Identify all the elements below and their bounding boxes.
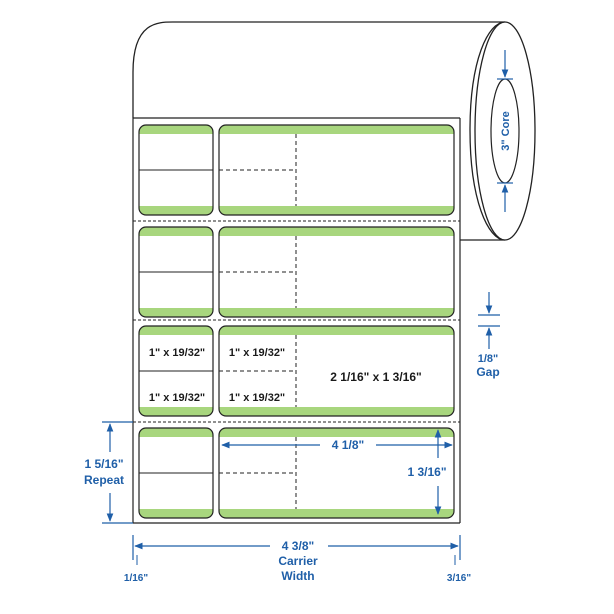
large-label-size: 2 1/16" x 1 3/16" bbox=[330, 370, 421, 384]
small-label-bottom-band-row-1 bbox=[139, 206, 213, 215]
small-label-bottom-band-row-2 bbox=[139, 308, 213, 317]
gap-value: 1/8" bbox=[478, 353, 499, 365]
large-label-bg-row-2 bbox=[219, 227, 454, 317]
core-label: 3" Core bbox=[500, 111, 512, 150]
carrier-width-dimension: 4 3/8" Carrier Width bbox=[132, 535, 461, 583]
label-width-value: 4 1/8" bbox=[332, 438, 364, 452]
right-margin-value: 3/16" bbox=[447, 573, 471, 584]
repeat-dimension: 1 5/16" Repeat bbox=[84, 421, 133, 524]
small-label-size-top-right: 1" x 19/32" bbox=[229, 347, 285, 359]
large-label-bg-row-4 bbox=[219, 428, 454, 518]
label-size-texts: 1" x 19/32" 1" x 19/32" 1" x 19/32" 1" x… bbox=[149, 347, 422, 404]
label-width-dimension: 4 1/8" bbox=[221, 438, 453, 452]
liner bbox=[132, 117, 461, 524]
large-label-bottom-band-row-2 bbox=[219, 308, 454, 317]
small-label-size-bottom-left: 1" x 19/32" bbox=[149, 392, 205, 404]
small-label-top-band-row-3 bbox=[139, 326, 213, 335]
small-label-top-band-row-4 bbox=[139, 428, 213, 437]
margin-dimensions: 1/16" 3/16" bbox=[124, 555, 471, 584]
carrier-width-value: 4 3/8" bbox=[282, 539, 314, 553]
carrier-width-label-line2: Width bbox=[281, 569, 314, 583]
small-label-size-top-left: 1" x 19/32" bbox=[149, 347, 205, 359]
repeat-value: 1 5/16" bbox=[84, 457, 123, 471]
roll: 3" Core bbox=[132, 21, 536, 241]
label-height-value: 1 3/16" bbox=[407, 465, 446, 479]
small-label-top-band-row-2 bbox=[139, 227, 213, 236]
large-label-top-band-row-4 bbox=[219, 428, 454, 437]
carrier-width-label-line1: Carrier bbox=[278, 554, 318, 568]
large-label-bg-row-1 bbox=[219, 125, 454, 215]
roll-body-outline bbox=[132, 21, 506, 241]
small-label-bottom-band-row-4 bbox=[139, 509, 213, 518]
label-height-dimension: 1 3/16" bbox=[407, 429, 447, 515]
small-label-size-bottom-right: 1" x 19/32" bbox=[229, 392, 285, 404]
large-label-bottom-band-row-3 bbox=[219, 407, 454, 416]
label-rows bbox=[138, 124, 455, 519]
small-label-top-band-row-1 bbox=[139, 125, 213, 134]
gap-dimension: 1/8" Gap bbox=[476, 292, 500, 379]
large-label-top-band-row-3 bbox=[219, 326, 454, 335]
gap-label: Gap bbox=[476, 365, 499, 379]
large-label-top-band-row-2 bbox=[219, 227, 454, 236]
large-label-bottom-band-row-1 bbox=[219, 206, 454, 215]
large-label-bottom-band-row-4 bbox=[219, 509, 454, 518]
left-margin-value: 1/16" bbox=[124, 573, 148, 584]
large-label-top-band-row-1 bbox=[219, 125, 454, 134]
repeat-label: Repeat bbox=[84, 473, 124, 487]
large-label-bg-row-3 bbox=[219, 326, 454, 416]
small-label-bottom-band-row-3 bbox=[139, 407, 213, 416]
